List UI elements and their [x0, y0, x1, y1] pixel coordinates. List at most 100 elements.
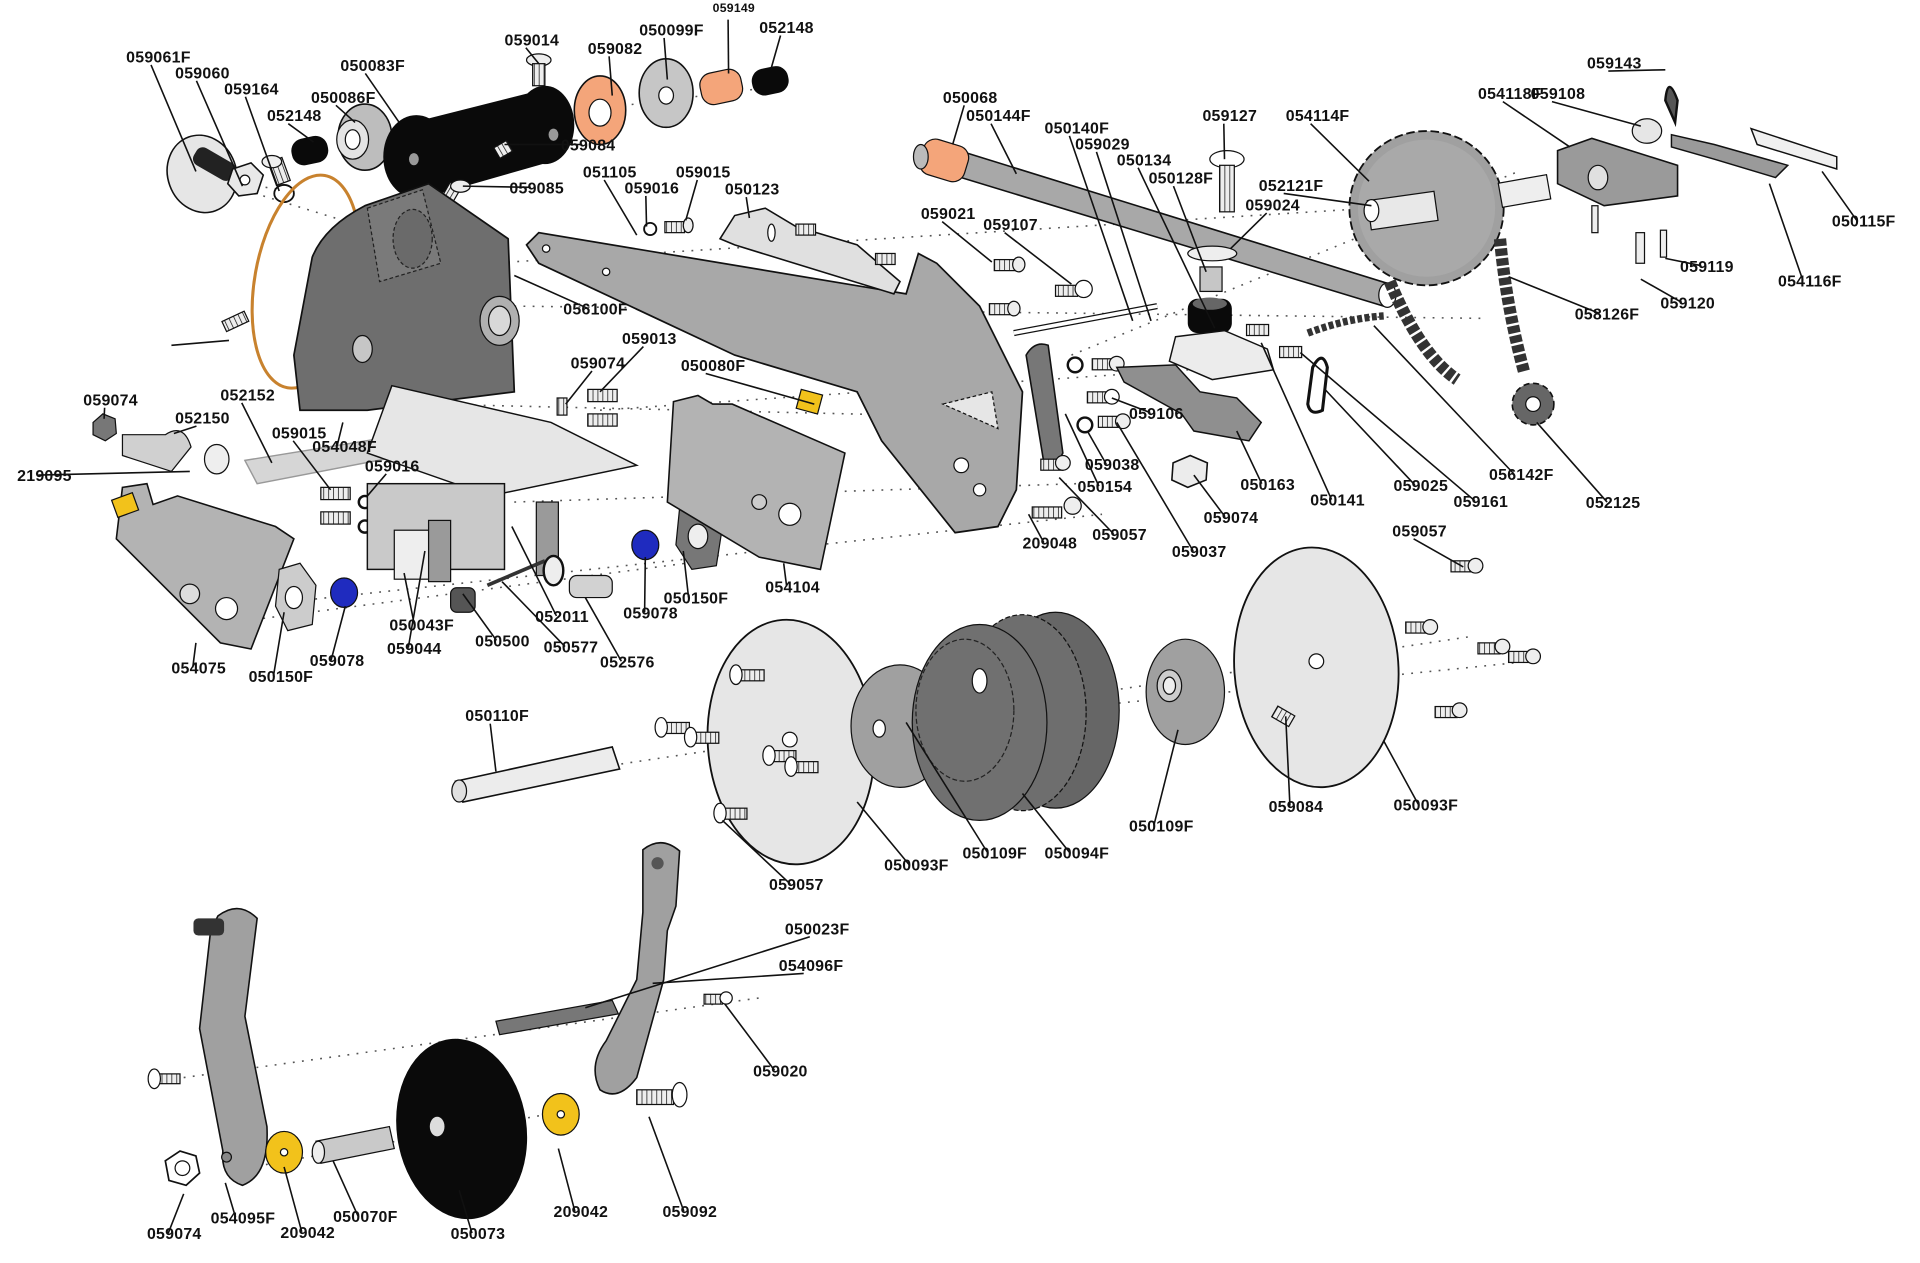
part-label-059164[interactable]: 059164: [224, 79, 279, 98]
chain-link-059161[interactable]: [1306, 312, 1384, 337]
cotter-pin-059143[interactable]: [1664, 85, 1679, 128]
part-label-059108[interactable]: 059108: [1530, 84, 1586, 103]
spacer-050128f[interactable]: [1199, 266, 1223, 293]
screws-059015-059016[interactable]: [643, 217, 896, 266]
screws-059057-disc[interactable]: [654, 664, 819, 824]
drum-050094f[interactable]: [911, 611, 1120, 822]
part-label-054096f[interactable]: 054096F: [778, 956, 844, 975]
bushing-050500[interactable]: [450, 587, 476, 613]
part-label-050080f[interactable]: 050080F: [680, 356, 746, 375]
part-label-059024[interactable]: 059024: [1245, 195, 1300, 215]
part-label-056100f[interactable]: 056100F: [563, 300, 628, 319]
plastic-bushing-059078-left[interactable]: [330, 577, 359, 608]
part-label-054095f[interactable]: 054095F: [210, 1208, 276, 1227]
lever-054096f[interactable]: [594, 841, 681, 1095]
part-label-050023f[interactable]: 050023F: [784, 919, 850, 938]
part-label-050150f[interactable]: 050150F: [663, 588, 729, 608]
screws-059057-right-disc[interactable]: [1405, 557, 1542, 719]
part-label-059084[interactable]: 059084: [1268, 797, 1324, 816]
part-label-059082[interactable]: 059082: [587, 39, 643, 58]
lever-054116f[interactable]: [1670, 133, 1790, 179]
part-label-059016[interactable]: 059016: [624, 178, 680, 198]
part-label-059025[interactable]: 059025: [1393, 476, 1449, 495]
spacer-050070f[interactable]: [311, 1125, 396, 1164]
part-label-219095[interactable]: 219095: [17, 466, 72, 485]
part-label-052011[interactable]: 052011: [535, 607, 589, 626]
part-label-050083f[interactable]: 050083F: [340, 56, 405, 75]
seal[interactable]: [542, 554, 565, 587]
part-label-050134[interactable]: 050134: [1116, 150, 1172, 169]
part-label-209048[interactable]: 209048: [1022, 533, 1078, 553]
nut-059074-bottom[interactable]: [164, 1150, 201, 1187]
part-label-050500[interactable]: 050500: [475, 631, 530, 651]
washer-209042-left[interactable]: [265, 1130, 304, 1174]
block-bracket[interactable]: [366, 482, 506, 583]
part-label-059020[interactable]: 059020: [753, 1061, 808, 1081]
part-label-050070f[interactable]: 050070F: [333, 1207, 398, 1226]
hex-nut-059074-mid[interactable]: [1171, 454, 1209, 489]
part-label-051105[interactable]: 051105: [582, 162, 637, 182]
part-label-050094f[interactable]: 050094F: [1044, 843, 1110, 863]
part-label-059060[interactable]: 059060: [175, 63, 230, 83]
part-label-050140f[interactable]: 050140F: [1044, 118, 1110, 138]
side-frame-051105[interactable]: [525, 231, 1024, 534]
part-label-059061f[interactable]: 059061F: [126, 47, 191, 67]
part-label-059037[interactable]: 059037: [1171, 542, 1227, 561]
part-label-059016[interactable]: 059016: [364, 456, 420, 476]
screw-gear-case-left[interactable]: [221, 310, 250, 333]
part-label-059149[interactable]: 059149: [712, 2, 755, 16]
screw-059092[interactable]: [636, 1081, 688, 1108]
side-plate-054104[interactable]: [666, 394, 846, 571]
part-label-059015[interactable]: 059015: [271, 423, 327, 443]
cotter-pin-059025[interactable]: [1306, 356, 1329, 414]
end-plug-052148-left[interactable]: [289, 134, 331, 168]
part-label-054114f[interactable]: 054114F: [1285, 106, 1350, 125]
part-label-050141[interactable]: 050141: [1310, 491, 1365, 510]
part-label-050110f[interactable]: 050110F: [465, 706, 530, 725]
screws-059015-059016-left[interactable]: [320, 486, 373, 534]
part-label-050128f[interactable]: 050128F: [1148, 168, 1214, 188]
part-label-056142f[interactable]: 056142F: [1488, 465, 1554, 484]
part-label-059106[interactable]: 059106: [1128, 404, 1184, 423]
part-label-050109f[interactable]: 050109F: [1128, 816, 1194, 836]
washers-059038[interactable]: [1066, 356, 1094, 434]
part-label-059057[interactable]: 059057: [1092, 525, 1147, 544]
part-label-209042[interactable]: 209042: [553, 1202, 609, 1221]
hub-050109f-right[interactable]: [1145, 638, 1226, 746]
arm-052150[interactable]: [121, 430, 230, 475]
clamp-block-left[interactable]: [110, 491, 140, 519]
part-label-050150f[interactable]: 050150F: [248, 667, 314, 686]
part-label-052125[interactable]: 052125: [1585, 493, 1641, 512]
part-label-059161[interactable]: 059161: [1453, 492, 1509, 511]
part-label-059078[interactable]: 059078: [623, 603, 678, 623]
part-label-059085[interactable]: 059085: [509, 178, 564, 198]
guide-050115f[interactable]: [1749, 127, 1838, 170]
part-label-050093f[interactable]: 050093F: [884, 855, 949, 875]
part-label-050109f[interactable]: 050109F: [962, 843, 1028, 863]
pins-059119-059120[interactable]: [1591, 205, 1668, 264]
part-label-059014[interactable]: 059014: [504, 30, 560, 49]
part-label-054104[interactable]: 054104: [765, 577, 820, 597]
end-plug-052148-right[interactable]: [749, 64, 791, 98]
part-label-050099f[interactable]: 050099F: [639, 20, 704, 40]
part-label-052148[interactable]: 052148: [759, 18, 814, 37]
roller-050083f[interactable]: [383, 85, 575, 199]
part-label-050073[interactable]: 050073: [450, 1224, 506, 1243]
part-label-050144f[interactable]: 050144F: [966, 106, 1031, 125]
washer-209042-right[interactable]: [541, 1092, 580, 1136]
roller-059108[interactable]: [1631, 118, 1663, 144]
screw-059074-small[interactable]: [556, 397, 568, 416]
nut-059074-left[interactable]: [92, 413, 117, 442]
part-label-052121f[interactable]: 052121F: [1258, 176, 1324, 195]
disc-050073[interactable]: [385, 1030, 539, 1228]
part-label-059057[interactable]: 059057: [768, 875, 824, 894]
yoke-054118f[interactable]: [1556, 137, 1679, 207]
screw-059107[interactable]: [1054, 279, 1093, 299]
bracket-050141[interactable]: [1168, 329, 1275, 381]
part-label-059078[interactable]: 059078: [309, 651, 365, 670]
clamp-block-050080f[interactable]: [795, 388, 824, 415]
part-label-054048f[interactable]: 054048F: [312, 437, 377, 456]
part-label-059029[interactable]: 059029: [1075, 134, 1130, 154]
roller-050134[interactable]: [1187, 297, 1232, 334]
flange-050150f-left[interactable]: [274, 562, 317, 632]
